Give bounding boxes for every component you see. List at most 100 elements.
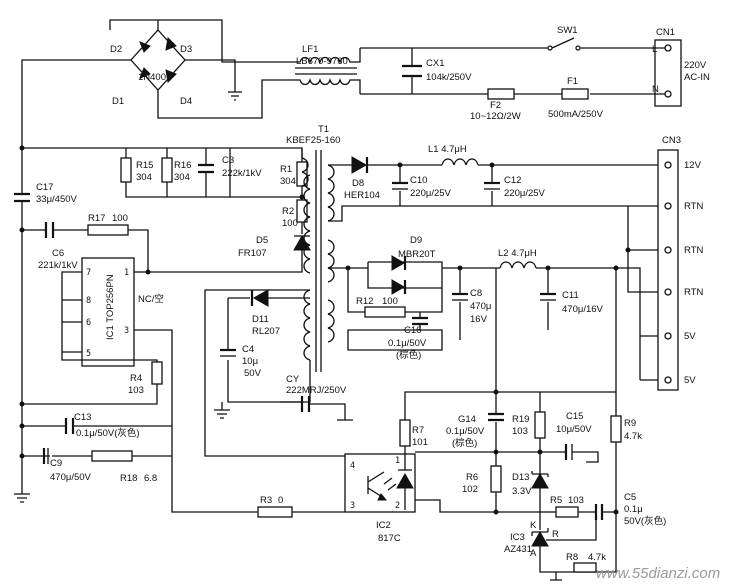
c15-value: 10μ/50V — [556, 424, 592, 435]
c11-capacitor — [540, 268, 556, 330]
ic3-label: IC3 — [510, 532, 525, 543]
r17-value: 100 — [112, 213, 128, 224]
cy-value: 222MRJ/250V — [286, 385, 347, 396]
c12-value: 220μ/25V — [504, 188, 546, 199]
cn1-pin-l: L — [652, 44, 657, 55]
r16-resistor — [161, 157, 173, 183]
bridge-part: 1N4007 — [138, 72, 171, 83]
c13-label: C13 — [74, 412, 91, 423]
input-voltage: 220V — [684, 60, 707, 71]
c4-value: 10μ — [242, 356, 258, 367]
d8-value: HER104 — [344, 190, 380, 201]
ic1-pin-8: 8 — [86, 296, 91, 306]
cn3-pin-rtn-3: RTN — [684, 287, 703, 298]
c6-label: C6 — [52, 248, 64, 259]
c11-value: 470μ/16V — [562, 304, 604, 315]
d5-value: FR107 — [238, 248, 267, 259]
d8-diode — [351, 156, 369, 174]
c3-capacitor — [198, 148, 214, 197]
c6-capacitor — [44, 222, 55, 238]
r16-label: R16 — [174, 160, 191, 171]
r17-label: R17 — [88, 213, 105, 224]
r15-label: R15 — [136, 160, 153, 171]
d9-label: D9 — [410, 235, 422, 246]
ic2-value: 817C — [378, 533, 401, 544]
d2-label: D2 — [110, 44, 122, 55]
input-voltage-type: AC-IN — [684, 72, 710, 83]
ic1-pin-6: 6 — [86, 318, 91, 328]
c8-label: C8 — [470, 288, 482, 299]
r3-value: 0 — [278, 495, 283, 506]
r6-resistor — [490, 465, 502, 493]
r12-label: R12 — [356, 296, 373, 307]
cn3-pin-rtn-2: RTN — [684, 245, 703, 256]
c5-capacitor — [594, 504, 604, 520]
cy-capacitor — [300, 396, 311, 412]
c15-capacitor — [564, 444, 573, 460]
ic1-pin-3: 3 — [124, 326, 129, 336]
d9-schottky-diode — [367, 255, 443, 295]
ic1-pin-1: 1 — [124, 268, 129, 278]
ic2-pin-3: 3 — [350, 501, 355, 511]
c13-capacitor — [64, 418, 75, 434]
cn3-label: CN3 — [662, 135, 681, 146]
r17-resistor — [87, 224, 129, 236]
f1-label: F1 — [567, 76, 578, 87]
r12-value: 100 — [382, 296, 398, 307]
c4-voltage: 50V — [244, 368, 262, 379]
cx1-value: 104k/250V — [426, 72, 472, 83]
t1-label: T1 — [318, 124, 329, 135]
cn1-label: CN1 — [656, 27, 675, 38]
r7-value: 101 — [412, 437, 428, 448]
c13-value: 0.1μ/50V(灰色) — [76, 427, 140, 439]
r9-label: R9 — [624, 418, 636, 429]
d13-zener-diode — [531, 471, 549, 489]
cn3-pin-5v-1: 5V — [684, 331, 696, 342]
r9-resistor — [610, 415, 622, 443]
bridge-rectifier — [21, 20, 242, 194]
t1-part: KBEF25-160 — [286, 135, 340, 146]
c8-value: 470μ — [470, 301, 491, 312]
l1-inductor — [441, 158, 479, 166]
d9-value: MBR20T — [398, 249, 436, 260]
c16-label: C16 — [404, 325, 421, 336]
c17-value: 33μ/450V — [36, 194, 78, 205]
cn1-pin-n: N — [652, 84, 659, 95]
c11-label: C11 — [562, 290, 579, 301]
ic2-pin-4: 4 — [350, 461, 355, 471]
l2-inductor — [499, 261, 537, 269]
cn3-pin-rtn-1: RTN — [684, 201, 703, 212]
r5-resistor — [555, 506, 579, 518]
c17-capacitor — [14, 192, 30, 230]
d11-label: D11 — [252, 314, 269, 325]
sw1-switch — [547, 37, 581, 51]
r16-value: 304 — [174, 172, 190, 183]
d3-label: D3 — [180, 44, 192, 55]
l1-label: L1 4.7μH — [428, 144, 467, 155]
r18-label: R18 — [120, 473, 137, 484]
ic3-value: AZ431 — [504, 544, 532, 555]
cy-label: CY — [286, 374, 300, 385]
cn3-connector — [657, 149, 679, 391]
r19-resistor — [534, 411, 546, 439]
ic2-optocoupler — [344, 453, 416, 513]
g14-label: G14 — [458, 414, 476, 425]
d5-diode — [293, 234, 311, 251]
r7-resistor — [399, 419, 411, 447]
f1-value: 500mA/250V — [548, 109, 604, 120]
c5-note: 50V(灰色) — [624, 515, 666, 527]
c8-capacitor — [452, 268, 468, 340]
r5-value: 103 — [568, 495, 584, 506]
lf1-label: LF1 — [302, 44, 318, 55]
r1-value: 304 — [280, 176, 296, 187]
g14-capacitor — [488, 392, 504, 452]
r8-resistor — [573, 562, 597, 573]
r7-label: R7 — [412, 425, 424, 436]
r4-value: 103 — [128, 385, 144, 396]
lf1-common-mode-choke — [292, 48, 361, 94]
r8-label: R8 — [566, 552, 578, 563]
ic2-pin-2: 2 — [395, 501, 400, 511]
r2-value: 100 — [282, 218, 298, 229]
